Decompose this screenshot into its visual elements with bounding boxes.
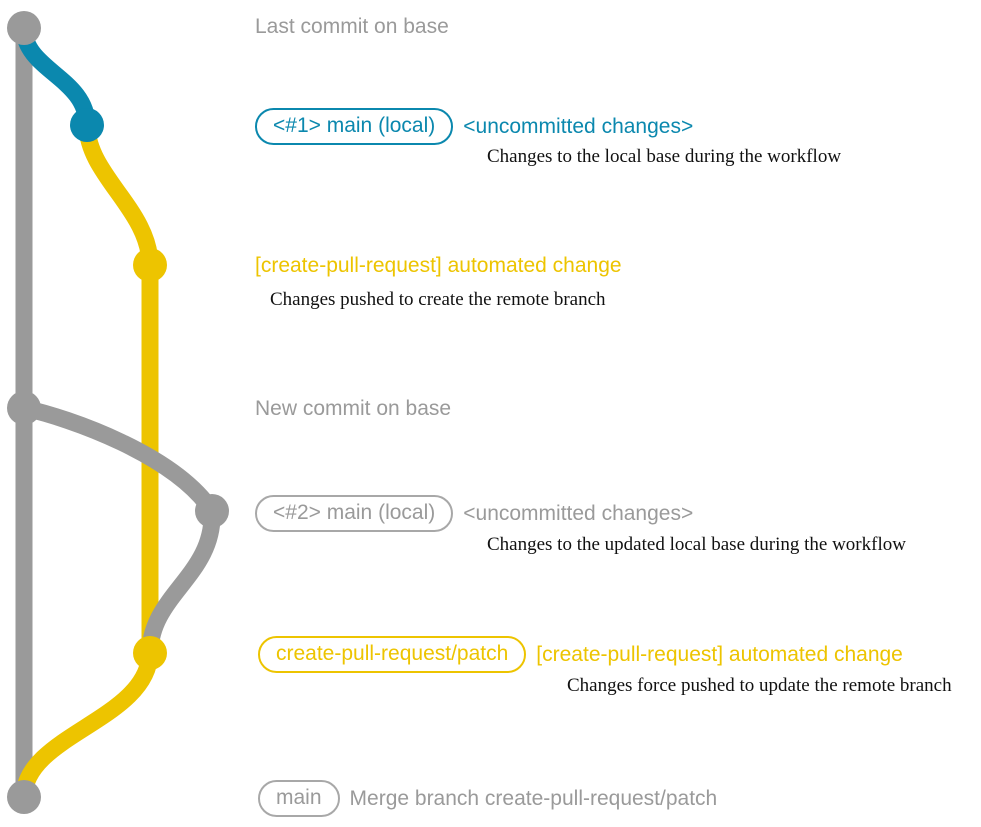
commit-subject-local-1: <uncommitted changes> [463,115,694,138]
commit-subject-merge: Merge branch create-pull-request/patch [349,787,718,810]
commit-note-remote-2: Changes force pushed to update the remot… [567,675,952,696]
commit-node-remote-1 [133,248,167,282]
row-local-commit-2: <#2> main (local) <uncommitted changes> [255,495,693,532]
ref-pill-main[interactable]: main [258,780,340,817]
ref-pill-main-local-1[interactable]: <#1> main (local) [255,108,454,145]
commit-node-base-1 [7,11,41,45]
edge-local2-to-remote2 [141,502,221,662]
edge-base2-to-local2 [15,399,221,520]
commit-node-remote-2 [133,636,167,670]
commit-note-local-2: Changes to the updated local base during… [487,534,906,555]
row-remote-commit-2: create-pull-request/patch [create-pull-r… [258,636,903,673]
commit-subject-local-2: <uncommitted changes> [463,502,694,525]
commit-node-base-3 [7,780,41,814]
commit-node-base-2 [7,391,41,425]
commit-note-local-1: Changes to the local base during the wor… [487,146,842,167]
commit-node-local-1 [70,108,104,142]
row-local-commit-1: <#1> main (local) <uncommitted changes> [255,108,693,145]
row-remote-commit-1: [create-pull-request] automated change [255,255,622,276]
ref-pill-create-pull-request-patch[interactable]: create-pull-request/patch [258,636,527,673]
edge-local1-to-remote1 [78,116,159,274]
edge-remote2-to-merge [15,644,159,806]
ref-pill-main-local-2[interactable]: <#2> main (local) [255,495,454,532]
commit-subject-remote-1: [create-pull-request] automated change [255,254,622,277]
row-last-commit-on-base: Last commit on base [255,15,449,38]
row-merge-commit: main Merge branch create-pull-request/pa… [258,780,717,817]
row-new-commit-on-base: New commit on base [255,397,452,420]
commit-nodes [7,11,229,814]
commit-subject-remote-2: [create-pull-request] automated change [536,643,903,666]
commit-note-remote-1: Changes pushed to create the remote bran… [270,289,606,310]
commit-node-local-2 [195,494,229,528]
